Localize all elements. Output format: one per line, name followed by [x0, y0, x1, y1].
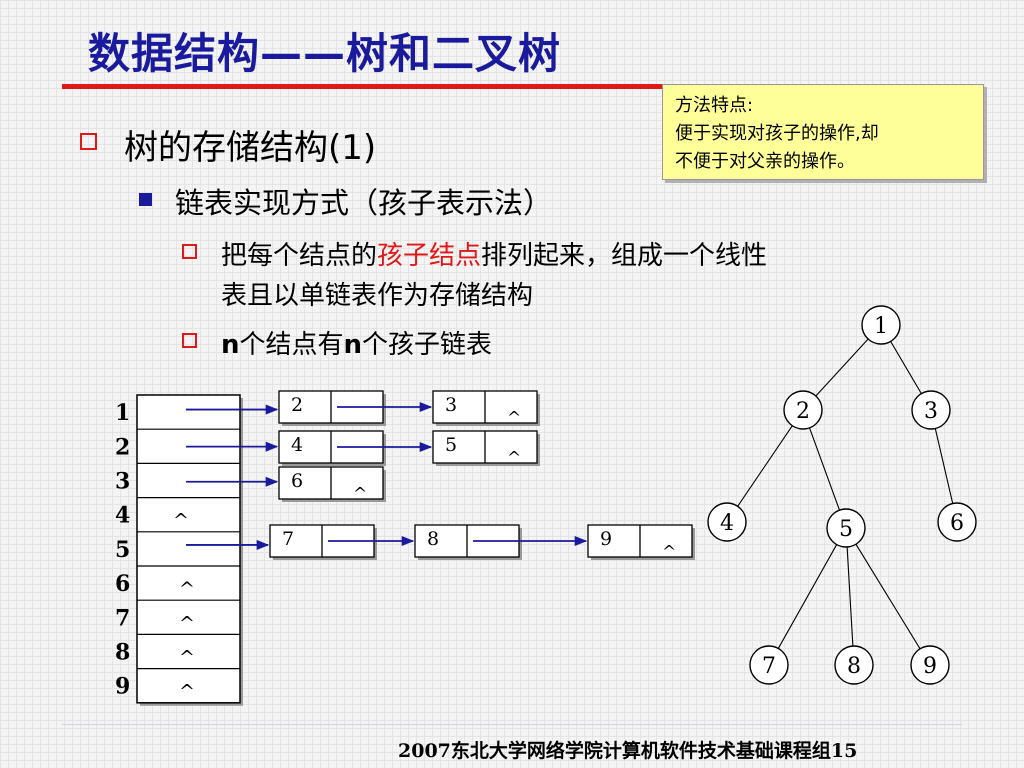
tree-node: 7 [749, 645, 789, 685]
filled-square-bullet-icon [139, 193, 152, 206]
list-node: 7 [269, 524, 377, 560]
null-pointer-symbol: ^ [179, 612, 195, 634]
list-node-label: 2 [291, 394, 303, 416]
list-node-label: 6 [291, 470, 303, 492]
list-node: 3^ [432, 390, 540, 428]
null-pointer-symbol: ^ [179, 578, 195, 600]
tree-node-circle [937, 502, 977, 542]
bullet-child-nodes: 把每个结点的孩子结点排列起来，组成一个线性 [221, 235, 767, 272]
bullet-child-nodes-part1: 把每个结点的 [221, 241, 378, 271]
tree-node-circle [911, 390, 951, 430]
hollow-square-bullet-icon [182, 244, 197, 259]
tree-edge [815, 338, 869, 397]
footer-rule [62, 724, 962, 725]
head-row-label: 1 [115, 400, 130, 426]
null-pointer-symbol: ^ [353, 484, 367, 504]
note-line-1: 便于实现对孩子的操作,却 [675, 123, 879, 144]
list-node-label: 5 [445, 434, 457, 456]
note-line-2: 不便于对父亲的操作。 [675, 151, 855, 172]
tree-node-circle [783, 390, 823, 430]
tree-edge [846, 546, 854, 647]
null-pointer-symbol: ^ [662, 542, 676, 562]
bullet-storage-structure: 树的存储结构(1) [124, 128, 377, 168]
tree-edge [934, 428, 954, 504]
tree-edge [890, 341, 922, 394]
list-node-label: 8 [427, 528, 439, 550]
tree-edge [777, 544, 838, 649]
note-box: 方法特点: 便于实现对孩子的操作,却 不便于对父亲的操作。 [662, 84, 984, 180]
bullet-child-nodes-line2: 表且以单链表作为存储结构 [221, 281, 534, 311]
tree-node-circle [707, 502, 747, 542]
note-heading: 方法特点: [675, 95, 754, 116]
tree-edge [808, 427, 841, 511]
null-pointer-symbol: ^ [173, 510, 189, 532]
tree-node-label: 3 [924, 399, 938, 424]
tree-node: 6 [937, 502, 977, 542]
head-row-label: 5 [115, 537, 130, 563]
bullet-n-symbol-2: n [343, 330, 363, 360]
tree-edge [737, 425, 793, 507]
list-node: 6^ [278, 466, 386, 504]
bullet-linked-list-method: 链表实现方式（孩子表示法） [175, 186, 553, 220]
head-row-label: 3 [115, 469, 130, 495]
bullet-n-symbol-1: n [221, 330, 240, 360]
null-pointer-symbol: ^ [179, 681, 195, 703]
head-node-array: 1 2 3 4 ^ 5 6 ^ 7 ^ 8 ^ 9 ^ [115, 394, 243, 706]
null-pointer-symbol: ^ [507, 408, 521, 428]
null-pointer-symbol: ^ [507, 448, 521, 468]
head-row-label: 8 [115, 640, 130, 666]
bullet-n-child-lists: n个结点有n个孩子链表 [221, 324, 492, 361]
title-underline [62, 84, 952, 89]
tree-node-label: 8 [847, 654, 861, 679]
tree-node-label: 7 [762, 654, 776, 679]
tree-node-label: 1 [874, 314, 888, 339]
tree-node-circle [834, 645, 874, 685]
head-row-label: 2 [115, 434, 130, 460]
tree-node: 5 [826, 508, 866, 548]
list-node-label: 9 [600, 528, 612, 550]
head-row-label: 6 [115, 571, 130, 597]
tree-node-circle [826, 508, 866, 548]
slide-title: 数据结构——树和二叉树 [88, 29, 562, 78]
head-row-label: 7 [115, 605, 130, 631]
list-node: 4 [278, 430, 386, 466]
slide-footer: 2007东北大学网络学院计算机软件技术基础课程组15 [398, 740, 858, 762]
tree-node: 2 [783, 390, 823, 430]
bullet-n-mid: 个结点有 [239, 330, 344, 360]
tree-node-label: 2 [796, 399, 810, 424]
list-node: 9^ [587, 524, 695, 562]
list-node-label: 4 [291, 434, 303, 456]
tree-node-circle [749, 645, 789, 685]
tree-node: 1 [861, 305, 901, 345]
bullet-child-nodes-highlight: 孩子结点 [377, 241, 482, 271]
head-row-label: 4 [115, 503, 130, 529]
tree-node: 8 [834, 645, 874, 685]
tree-node: 3 [911, 390, 951, 430]
tree-node-label: 6 [950, 511, 964, 536]
tree-node-label: 5 [839, 517, 853, 542]
tree-graph: 1 2 3 4 5 6 7 8 9 [707, 305, 977, 685]
hollow-square-bullet-icon [80, 133, 97, 150]
list-node: 5^ [432, 430, 540, 468]
hollow-square-bullet-icon [182, 333, 197, 348]
null-pointer-symbol: ^ [179, 647, 195, 669]
list-node: 2 [278, 390, 386, 426]
bullet-child-nodes-part2: 排列起来，组成一个线性 [481, 241, 768, 271]
tree-node-circle [861, 305, 901, 345]
tree-node-circle [910, 645, 950, 685]
list-node-label: 3 [445, 394, 457, 416]
tree-node-label: 4 [720, 511, 734, 536]
tree-node: 9 [910, 645, 950, 685]
bullet-n-end: 个孩子链表 [362, 330, 493, 360]
list-node: 8 [414, 524, 522, 560]
tree-node-label: 9 [923, 654, 937, 679]
tree-edge [855, 543, 921, 650]
head-row-label: 9 [115, 674, 130, 700]
list-node-label: 7 [282, 528, 294, 550]
tree-node: 4 [707, 502, 747, 542]
